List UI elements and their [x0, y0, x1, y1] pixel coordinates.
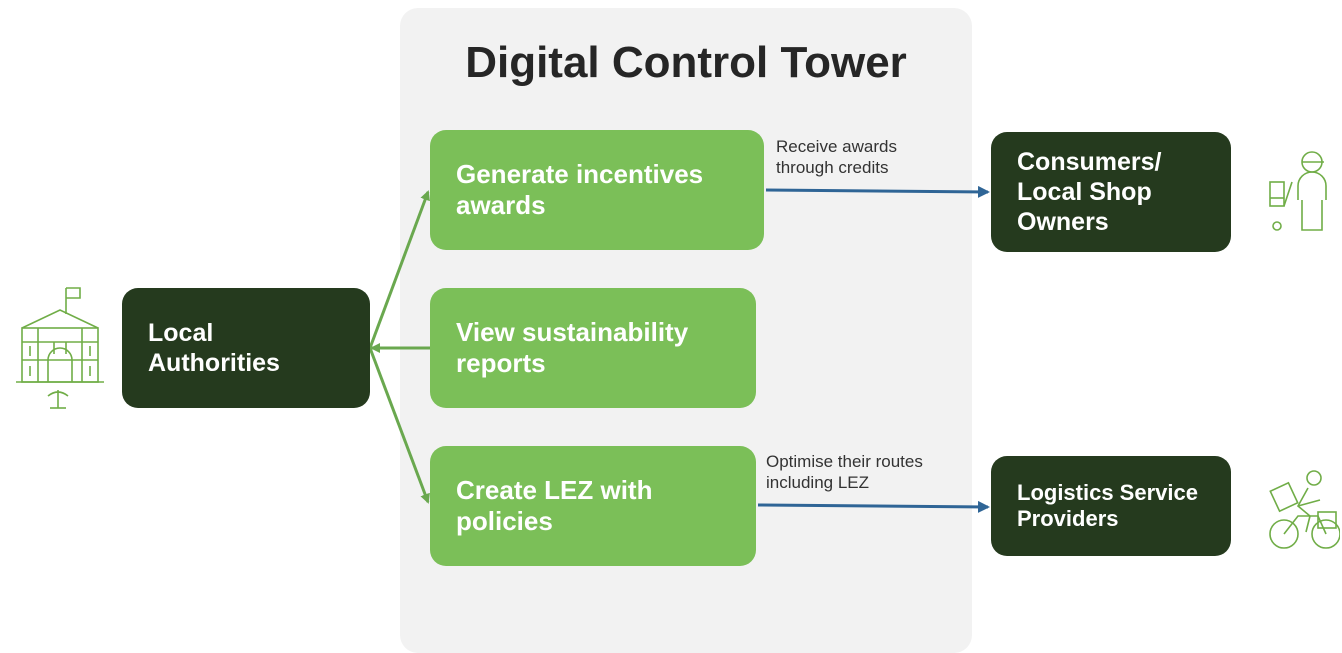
awards-edge-label: Receive awards through credits	[776, 136, 897, 178]
arrow-to-generate-incentives	[368, 190, 430, 349]
logistics-node: Logistics Service Providers	[991, 456, 1231, 556]
node-text-line: View sustainability	[456, 316, 689, 347]
node-text-line: Providers	[1017, 506, 1119, 531]
node-text-line: Generate incentives	[456, 158, 704, 189]
node-text-line: reports	[456, 348, 546, 378]
node-text-line: Consumers/	[1017, 148, 1162, 176]
generate-incentives-node: Generate incentives awards	[430, 130, 764, 250]
routes-edge-label: Optimise their routes including LEZ	[766, 451, 923, 493]
create-lez-node: Create LEZ with policies	[430, 446, 756, 566]
edge-label-line: including LEZ	[766, 473, 870, 492]
node-text-line: Local Shop	[1017, 178, 1152, 206]
view-reports-node: View sustainability reports	[430, 288, 756, 408]
arrow-to-consumers	[765, 185, 990, 198]
cyclist-courier-icon	[1269, 470, 1340, 549]
node-text-line: Owners	[1017, 208, 1109, 236]
edge-label-line: through credits	[776, 158, 889, 177]
node-text-line: Authorities	[148, 349, 280, 377]
node-text-line: awards	[456, 190, 546, 220]
city-hall-icon	[16, 287, 104, 409]
node-text-line: Logistics Service	[1017, 479, 1198, 505]
consumers-node: Consumers/ Local Shop Owners	[991, 132, 1231, 252]
panel-title: Digital Control Tower	[465, 38, 907, 87]
node-text-line: policies	[456, 506, 553, 536]
edge-label-line: Receive awards	[776, 137, 897, 156]
arrow-to-create-lez	[368, 347, 430, 504]
shop-owner-icon	[1269, 151, 1327, 231]
local-authorities-node: Local Authorities	[122, 288, 370, 408]
edge-label-line: Optimise their routes	[766, 452, 923, 471]
node-text-line: Create LEZ with	[456, 474, 653, 505]
node-text-line: Local	[148, 319, 214, 347]
arrow-to-logistics	[757, 500, 990, 513]
